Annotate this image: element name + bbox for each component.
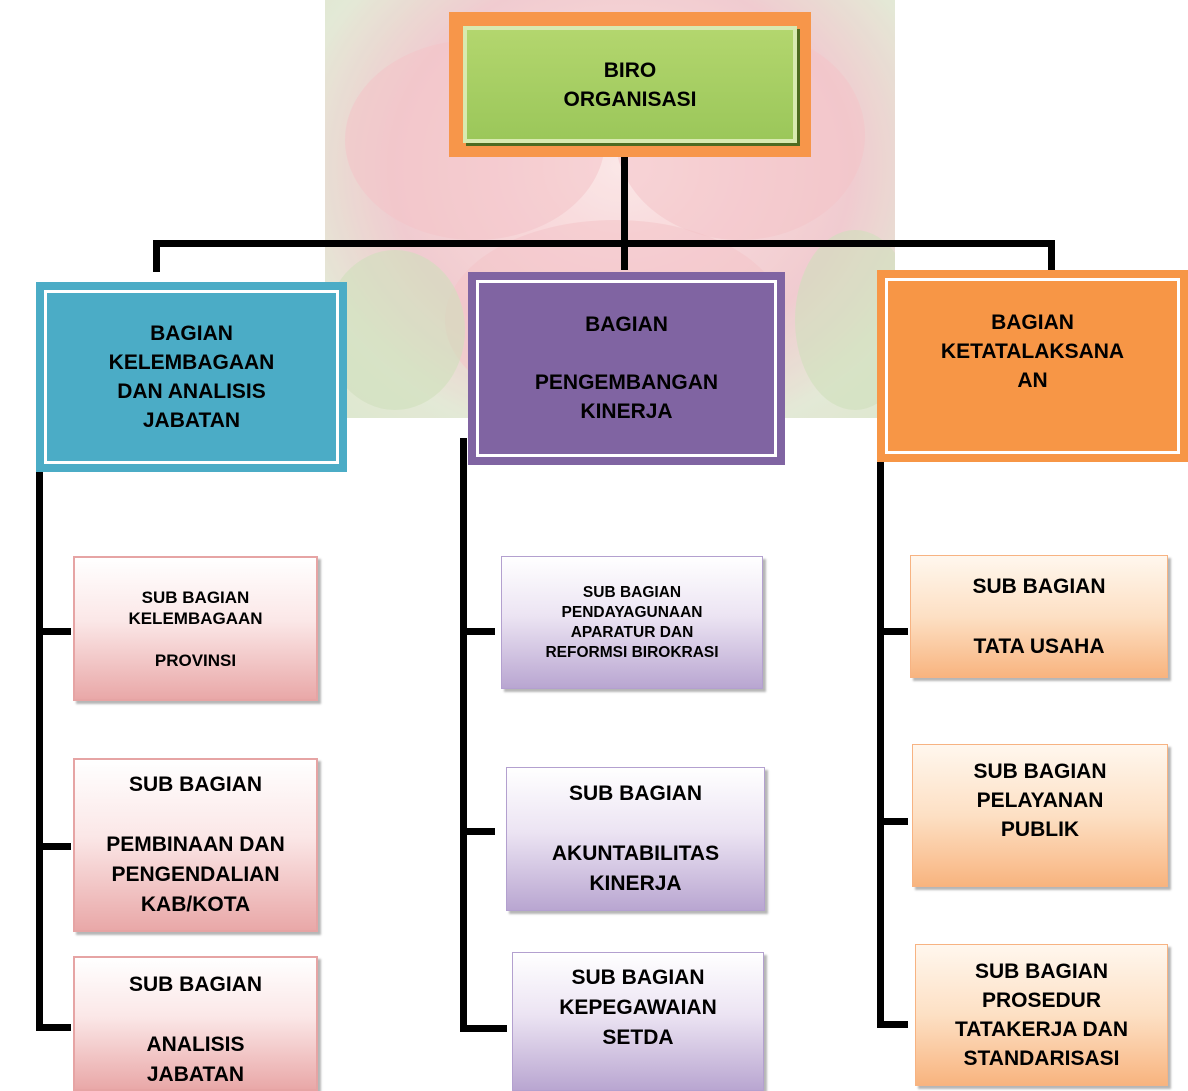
connector-left-drop [153, 240, 160, 272]
connector-right-tick-3 [884, 1021, 908, 1028]
connector-mid-drop [621, 240, 628, 270]
dept-box-ketatalaksanaan: BAGIAN KETATALAKSANA AN [877, 270, 1188, 462]
connector-right-spine [877, 438, 884, 1028]
dept-title: BAGIAN KETATALAKSANA AN [940, 311, 1125, 392]
sub-title: SUB BAGIAN ANALISIS JABATAN [128, 973, 262, 1086]
sub-title: SUB BAGIAN PROSEDUR TATAKERJA DAN STANDA… [954, 960, 1129, 1070]
sub-box-kepegawaian-setda: SUB BAGIAN KEPEGAWAIAN SETDA [512, 952, 764, 1091]
connector-horizontal [153, 240, 1055, 247]
dept-title: BAGIAN KELEMBAGAAN DAN ANALISIS JABATAN [108, 322, 275, 432]
top-title-line1: BIRO [603, 58, 657, 82]
sub-box-akuntabilitas-kinerja: SUB BAGIAN AKUNTABILITAS KINERJA [506, 767, 765, 911]
connector-mid-tick-2 [467, 828, 495, 835]
connector-right-drop [1048, 240, 1055, 270]
top-title-line2: ORGANISASI [563, 87, 697, 111]
top-box-biro-organisasi: BIRO ORGANISASI [449, 12, 811, 157]
connector-left-tick-1 [43, 628, 71, 635]
sub-box-pendayagunaan-aparatur: SUB BAGIAN PENDAYAGUNAAN APARATUR DAN RE… [501, 556, 763, 689]
sub-box-analisis-jabatan: SUB BAGIAN ANALISIS JABATAN [73, 956, 318, 1091]
sub-title: SUB BAGIAN KELEMBAGAAN PROVINSI [128, 587, 263, 670]
dept-box-kelembagaan: BAGIAN KELEMBAGAAN DAN ANALISIS JABATAN [36, 282, 347, 472]
connector-mid-tick-3 [467, 1025, 507, 1032]
connector-top-vertical [621, 156, 628, 246]
connector-left-tick-2 [43, 843, 71, 850]
sub-title: SUB BAGIAN KEPEGAWAIAN SETDA [559, 966, 717, 1049]
connector-mid-tick-1 [467, 628, 495, 635]
sub-title: SUB BAGIAN PENDAYAGUNAAN APARATUR DAN RE… [545, 583, 719, 661]
connector-mid-spine [460, 438, 467, 1032]
dept-title: BAGIAN PENGEMBANGAN KINERJA [534, 313, 719, 423]
sub-title: SUB BAGIAN TATA USAHA [972, 574, 1106, 658]
connector-left-spine [36, 438, 43, 1031]
connector-right-tick-2 [884, 818, 908, 825]
dept-box-pengembangan-kinerja: BAGIAN PENGEMBANGAN KINERJA [468, 272, 785, 465]
connector-left-tick-3 [43, 1024, 71, 1031]
sub-title: SUB BAGIAN AKUNTABILITAS KINERJA [551, 782, 720, 895]
sub-box-pelayanan-publik: SUB BAGIAN PELAYANAN PUBLIK [912, 744, 1168, 887]
sub-box-kelembagaan-provinsi: SUB BAGIAN KELEMBAGAAN PROVINSI [73, 556, 318, 701]
sub-title: SUB BAGIAN PELAYANAN PUBLIK [973, 760, 1107, 841]
sub-box-pembinaan-pengendalian: SUB BAGIAN PEMBINAAN DAN PENGENDALIAN KA… [73, 758, 318, 932]
sub-box-tata-usaha: SUB BAGIAN TATA USAHA [910, 555, 1168, 678]
top-box-inner [463, 26, 797, 143]
connector-right-tick-1 [884, 628, 908, 635]
sub-title: SUB BAGIAN PEMBINAAN DAN PENGENDALIAN KA… [106, 773, 285, 916]
sub-box-prosedur-tatakerja: SUB BAGIAN PROSEDUR TATAKERJA DAN STANDA… [915, 944, 1168, 1086]
